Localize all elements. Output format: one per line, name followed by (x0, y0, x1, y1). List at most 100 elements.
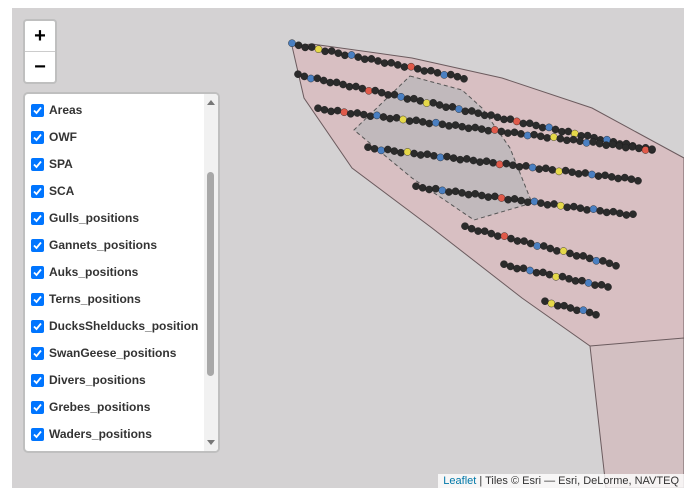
bird-position-dot[interactable] (597, 280, 606, 289)
bird-position-dot[interactable] (539, 268, 547, 277)
bird-position-dot[interactable] (635, 144, 643, 153)
bird-position-dot[interactable] (510, 128, 519, 137)
bird-position-dot[interactable] (594, 172, 603, 180)
bird-position-dot[interactable] (627, 175, 636, 183)
bird-position-dot[interactable] (504, 129, 512, 137)
scroll-down-arrow-icon[interactable] (207, 440, 215, 445)
zoom-out-button[interactable]: − (34, 56, 46, 78)
bird-position-dot[interactable] (480, 111, 489, 120)
scroll-up-arrow-icon[interactable] (207, 100, 215, 105)
bird-position-dot[interactable] (410, 94, 418, 103)
layer-item[interactable]: Grebes_positions (31, 397, 150, 417)
bird-position-dot[interactable] (446, 70, 455, 79)
bird-position-dot[interactable] (602, 208, 611, 217)
bird-position-dot[interactable] (462, 155, 471, 163)
bird-position-dot[interactable] (536, 132, 545, 141)
bird-position-dot[interactable] (589, 205, 598, 213)
bird-position-dot[interactable] (405, 117, 414, 125)
bird-position-dot[interactable] (569, 135, 578, 144)
bird-position-dot[interactable] (526, 266, 534, 275)
bird-position-dot[interactable] (458, 189, 466, 197)
layer-checkbox[interactable] (31, 346, 44, 360)
layer-item[interactable]: Waders_positions (31, 424, 152, 444)
bird-position-dot[interactable] (480, 227, 489, 235)
bird-position-dot[interactable] (541, 297, 549, 306)
bird-position-dot[interactable] (500, 232, 509, 240)
bird-position-dot[interactable] (436, 153, 445, 162)
bird-position-dot[interactable] (510, 195, 519, 203)
bird-position-dot[interactable] (418, 183, 427, 192)
bird-position-dot[interactable] (622, 143, 630, 152)
bird-position-dot[interactable] (553, 247, 561, 255)
bird-position-dot[interactable] (340, 108, 349, 116)
bird-position-dot[interactable] (464, 190, 473, 199)
bird-position-dot[interactable] (560, 301, 568, 310)
bird-position-dot[interactable] (407, 62, 415, 71)
bird-position-dot[interactable] (596, 206, 604, 215)
layer-checkbox[interactable] (31, 103, 44, 117)
bird-position-dot[interactable] (432, 118, 440, 127)
bird-position-dot[interactable] (497, 127, 506, 136)
layer-checkbox[interactable] (31, 292, 44, 306)
bird-position-dot[interactable] (374, 57, 382, 65)
bird-position-dot[interactable] (550, 200, 558, 208)
bird-position-dot[interactable] (609, 207, 618, 216)
bird-position-dot[interactable] (393, 61, 402, 69)
bird-position-dot[interactable] (467, 224, 476, 233)
bird-position-dot[interactable] (592, 256, 601, 265)
bird-position-dot[interactable] (443, 152, 451, 161)
bird-position-dot[interactable] (327, 47, 336, 55)
bird-position-dot[interactable] (319, 76, 328, 85)
bird-position-dot[interactable] (429, 99, 438, 107)
bird-position-dot[interactable] (537, 199, 545, 207)
bird-position-dot[interactable] (364, 87, 373, 95)
bird-position-dot[interactable] (440, 71, 449, 79)
bird-position-dot[interactable] (332, 78, 341, 87)
layer-item[interactable]: Areas (31, 100, 82, 120)
bird-position-dot[interactable] (449, 154, 458, 162)
bird-position-dot[interactable] (307, 74, 315, 83)
bird-position-dot[interactable] (543, 200, 552, 209)
bird-position-dot[interactable] (556, 201, 565, 210)
bird-position-dot[interactable] (430, 151, 438, 160)
bird-position-dot[interactable] (364, 143, 372, 151)
bird-position-dot[interactable] (418, 118, 427, 126)
bird-position-dot[interactable] (517, 130, 525, 138)
bird-position-dot[interactable] (412, 116, 421, 125)
bird-position-dot[interactable] (583, 131, 592, 140)
bird-position-dot[interactable] (551, 125, 560, 134)
bird-position-dot[interactable] (622, 211, 631, 219)
bird-position-dot[interactable] (493, 232, 502, 240)
bird-position-dot[interactable] (294, 70, 302, 78)
bird-position-dot[interactable] (345, 82, 354, 91)
bird-position-dot[interactable] (530, 130, 538, 139)
layer-checkbox[interactable] (31, 319, 44, 333)
bird-position-dot[interactable] (582, 138, 591, 147)
bird-position-dot[interactable] (585, 308, 594, 317)
bird-position-dot[interactable] (353, 109, 362, 117)
bird-position-dot[interactable] (425, 119, 434, 128)
bird-position-dot[interactable] (573, 306, 581, 315)
bird-position-dot[interactable] (571, 277, 580, 285)
bird-position-dot[interactable] (352, 82, 360, 91)
bird-position-dot[interactable] (334, 49, 343, 58)
bird-position-dot[interactable] (341, 51, 349, 60)
bird-position-dot[interactable] (451, 121, 460, 129)
bird-position-dot[interactable] (550, 133, 558, 141)
bird-position-dot[interactable] (403, 95, 412, 103)
bird-position-dot[interactable] (460, 75, 468, 83)
bird-position-dot[interactable] (519, 264, 528, 273)
bird-position-dot[interactable] (359, 110, 368, 119)
bird-position-dot[interactable] (591, 281, 599, 289)
area-polygon-lower[interactable] (589, 337, 684, 488)
bird-position-dot[interactable] (595, 139, 604, 148)
bird-position-dot[interactable] (455, 105, 463, 113)
bird-position-dot[interactable] (570, 202, 578, 211)
bird-position-dot[interactable] (380, 59, 389, 67)
bird-position-dot[interactable] (416, 97, 425, 105)
bird-position-dot[interactable] (504, 195, 512, 204)
bird-position-dot[interactable] (546, 244, 555, 253)
bird-position-dot[interactable] (377, 146, 386, 155)
bird-position-dot[interactable] (477, 191, 486, 200)
bird-position-dot[interactable] (512, 117, 521, 126)
